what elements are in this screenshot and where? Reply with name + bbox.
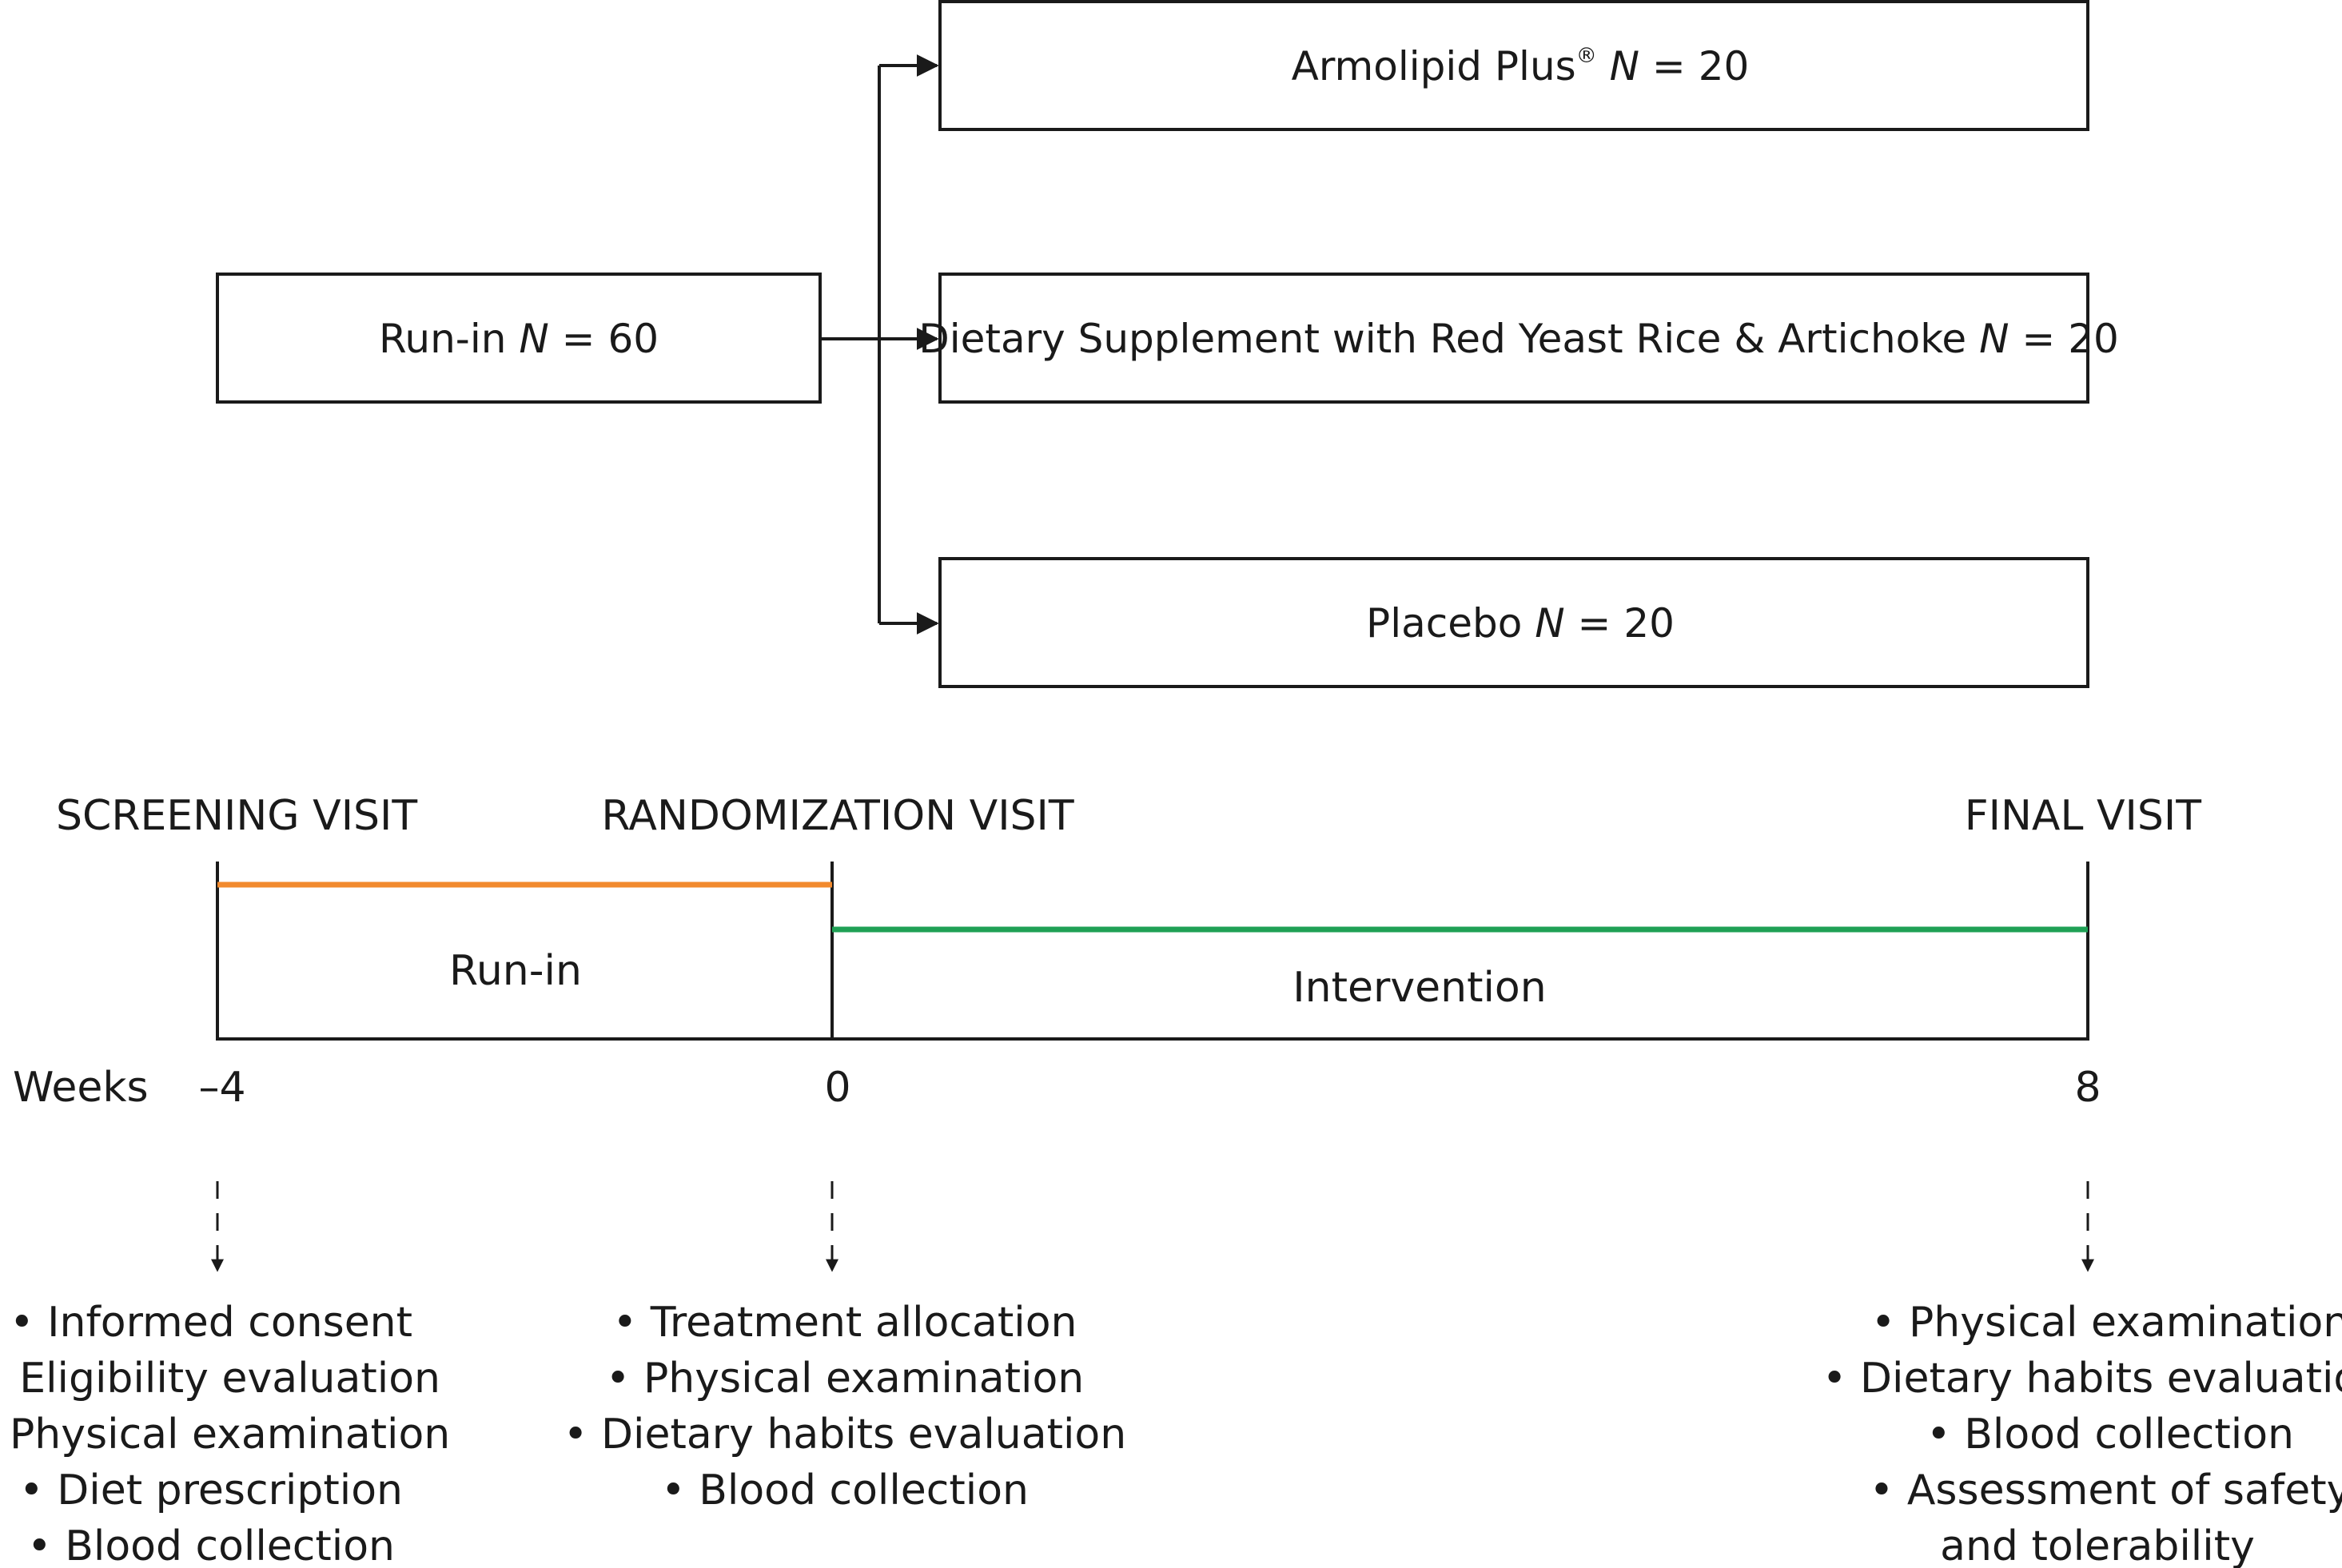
activity-item: • Blood collection (27, 1522, 395, 1568)
week-tick-label-8: 8 (2074, 1064, 2101, 1112)
visit-label-final: FINAL VISIT (1965, 792, 2201, 840)
arm-box-placebo (938, 557, 2089, 688)
activity-item: • Blood collection (661, 1467, 1029, 1514)
activity-item: • Assessment of safety (1870, 1467, 2342, 1514)
activity-item: • Physical examination (606, 1355, 1085, 1403)
activity-item: • Blood collection (1926, 1411, 2294, 1459)
phase-label-run-in: Run-in (449, 947, 582, 995)
activity-item: • Informed consent (10, 1299, 412, 1347)
week-tick-label-0: 0 (824, 1064, 850, 1112)
activity-item: • Diet prescription (19, 1467, 403, 1514)
run-in-box-label: Run-in N = 60 (379, 316, 659, 362)
activity-item: • Dietary habits evaluation (1822, 1355, 2342, 1403)
activities-screening: • Informed consent • Eligibility evaluat… (0, 1299, 450, 1568)
flow-chart: Run-in N = 60 Armolipid Plus® N = 20 Die… (216, 0, 2119, 688)
week-tick-label-minus-4: –4 (198, 1064, 245, 1112)
visit-label-screening: SCREENING VISIT (56, 792, 417, 840)
activity-item: • Treatment allocation (613, 1299, 1077, 1347)
weeks-axis-label: Weeks (13, 1064, 149, 1112)
activity-item: • Dietary habits evaluation (564, 1411, 1126, 1459)
arm-label-armolipid: Armolipid Plus® N = 20 (1292, 43, 1750, 90)
arm-label-placebo: Placebo N = 20 (1366, 600, 1675, 647)
activity-item: • Physical examination (1871, 1299, 2342, 1347)
run-in-box (216, 273, 822, 404)
phase-label-intervention: Intervention (1292, 964, 1546, 1012)
arm-label-dietary-supplement: Dietary Supplement with Red Yeast Rice &… (918, 316, 2119, 362)
arm-box-armolipid (938, 0, 2089, 131)
activities-final: • Physical examination • Dietary habits … (1822, 1299, 2342, 1568)
timeline: SCREENING VISIT RANDOMIZATION VISIT FINA… (13, 792, 2201, 1272)
arm-box-dietary-supplement (938, 273, 2089, 404)
visit-label-randomization: RANDOMIZATION VISIT (601, 792, 1074, 840)
activity-item: • Physical examination (0, 1411, 450, 1459)
activity-item: and tolerability (1940, 1522, 2255, 1568)
activity-item: • Eligibility evaluation (0, 1355, 440, 1403)
activities-randomization: • Treatment allocation • Physical examin… (564, 1299, 1126, 1514)
